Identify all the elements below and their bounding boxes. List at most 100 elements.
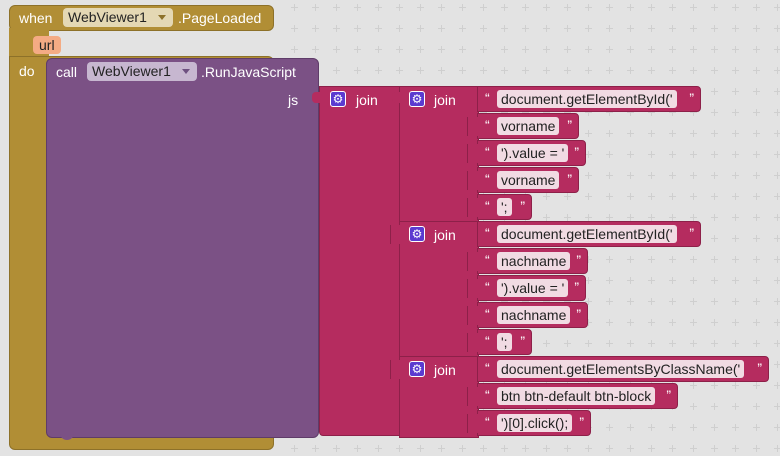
grid-plus-marker [669,25,676,32]
grid-plus-marker [648,4,655,11]
grid-plus-marker [732,151,739,158]
grid-plus-marker [375,67,382,74]
grid-plus-marker [606,445,613,452]
grid-plus-marker [690,424,697,431]
text-string[interactable]: ')[0].click(); [497,414,573,432]
grid-plus-marker [753,403,760,410]
grid-plus-marker [480,445,487,452]
grid-plus-marker [627,67,634,74]
text-block[interactable]: “document.getElementsByClassName('” [477,356,769,382]
text-block[interactable]: “nachname” [477,302,588,328]
grid-plus-marker [774,193,780,200]
text-block[interactable]: “').value = '” [477,140,586,166]
grid-plus-marker [648,340,655,347]
grid-plus-marker [732,46,739,53]
text-string[interactable]: document.getElementsByClassName(' [497,360,745,378]
event-name: .PageLoaded [178,10,262,26]
grid-plus-marker [312,25,319,32]
text-string[interactable]: document.getElementById(' [497,90,677,108]
call-label: call [56,64,78,80]
grid-plus-marker [753,340,760,347]
grid-plus-marker [354,4,361,11]
chevron-down-icon[interactable] [182,69,190,74]
grid-plus-marker [690,214,697,221]
grid-plus-marker [732,130,739,137]
param-url[interactable]: url [33,36,61,54]
close-quote-icon: ” [567,117,572,133]
outer-join-body[interactable] [319,86,400,436]
join-socket [467,117,479,136]
grid-plus-marker [711,172,718,179]
grid-plus-marker [501,46,508,53]
text-block[interactable]: “';” [477,329,532,355]
text-block[interactable]: “btn btn-default btn-block” [477,383,678,409]
grid-plus-marker [585,172,592,179]
grid-plus-marker [690,277,697,284]
outer-join-notch [312,92,320,103]
grid-plus-marker [606,109,613,116]
grid-plus-marker [396,46,403,53]
gear-icon[interactable]: ⚙ [409,91,425,107]
text-string[interactable]: btn btn-default btn-block [497,387,656,405]
method-name: .RunJavaScript [201,64,296,80]
grid-plus-marker [606,46,613,53]
grid-plus-marker [627,130,634,137]
text-block[interactable]: “document.getElementById('” [477,86,701,112]
grid-plus-marker [501,445,508,452]
join-socket [390,360,401,379]
grid-plus-marker [606,424,613,431]
grid-plus-marker [753,256,760,263]
grid-plus-marker [711,445,718,452]
text-string[interactable]: document.getElementById(' [497,225,677,243]
open-quote-icon: “ [485,387,490,403]
grid-plus-marker [711,67,718,74]
join-socket [467,198,479,217]
join-block-inner[interactable] [399,221,479,357]
grid-plus-marker [606,340,613,347]
grid-plus-marker [669,319,676,326]
grid-plus-marker [564,67,571,74]
text-string[interactable]: ').value = ' [497,279,569,297]
gear-icon[interactable]: ⚙ [409,226,425,242]
text-block[interactable]: “nachname” [477,248,588,274]
grid-plus-marker [774,424,780,431]
text-block[interactable]: “document.getElementById('” [477,221,701,247]
text-block[interactable]: “';” [477,194,532,220]
text-string[interactable]: '; [497,198,512,216]
when-label: when [19,10,53,26]
grid-plus-marker [711,46,718,53]
text-block[interactable]: “').value = '” [477,275,586,301]
grid-plus-marker [753,88,760,95]
grid-plus-marker [690,319,697,326]
grid-plus-marker [753,235,760,242]
text-block[interactable]: “vorname” [477,113,579,139]
grid-plus-marker [669,445,676,452]
grid-plus-marker [627,214,634,221]
grid-plus-marker [417,4,424,11]
grid-plus-marker [774,151,780,158]
text-string[interactable]: vorname [497,117,560,135]
grid-plus-marker [753,67,760,74]
text-block[interactable]: “')[0].click();” [477,410,591,436]
text-string[interactable]: nachname [497,306,571,324]
grid-plus-marker [711,214,718,221]
text-string[interactable]: vorname [497,171,560,189]
grid-plus-marker [438,46,445,53]
grid-plus-marker [648,277,655,284]
call-component-dropdown[interactable]: WebViewer1 [87,62,197,81]
gear-icon[interactable]: ⚙ [330,91,346,107]
text-string[interactable]: '; [497,333,512,351]
text-string[interactable]: nachname [497,252,571,270]
component-dropdown[interactable]: WebViewer1 [63,8,173,27]
text-string[interactable]: ').value = ' [497,144,569,162]
grid-plus-marker [711,382,718,389]
chevron-down-icon[interactable] [158,15,166,20]
grid-plus-marker [354,67,361,74]
text-block[interactable]: “vorname” [477,167,579,193]
grid-plus-marker [333,46,340,53]
gear-icon[interactable]: ⚙ [409,361,425,377]
grid-plus-marker [375,25,382,32]
join-label: join [434,362,456,378]
call-body[interactable] [46,58,319,438]
grid-plus-marker [690,298,697,305]
